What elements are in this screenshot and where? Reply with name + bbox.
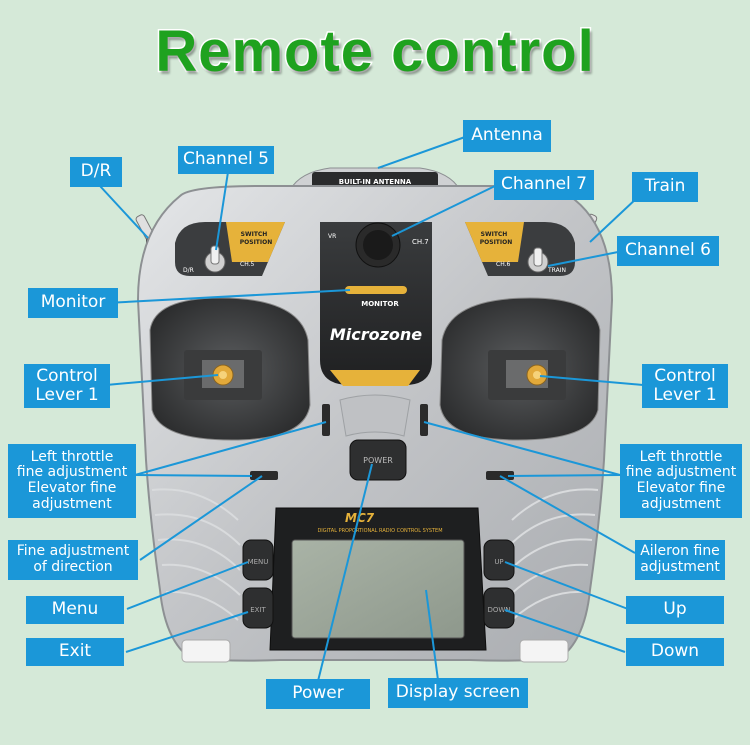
right-vertical-trim[interactable] bbox=[420, 404, 428, 436]
label-throttle-left: Left throttle fine adjustment Elevator f… bbox=[8, 444, 136, 518]
label-control-lever-right: Control Lever 1 bbox=[642, 364, 728, 408]
power-text: POWER bbox=[363, 456, 393, 465]
channel5-switch-panel: SWITCH POSITION CH.5 D/R bbox=[175, 222, 285, 276]
label-display-screen: Display screen bbox=[388, 678, 528, 708]
label-menu: Menu bbox=[26, 596, 124, 624]
page-title: Remote control bbox=[154, 18, 595, 86]
svg-text:SWITCH: SWITCH bbox=[481, 231, 508, 238]
label-control-lever-left: Control Lever 1 bbox=[24, 364, 110, 408]
center-trim-ornament bbox=[339, 394, 411, 437]
left-horizontal-trim[interactable] bbox=[250, 471, 278, 480]
up-button[interactable]: UP bbox=[483, 539, 515, 581]
label-direction: Fine adjustment of direction bbox=[8, 540, 138, 580]
label-down: Down bbox=[626, 638, 724, 666]
label-throttle-right: Left throttle fine adjustment Elevator f… bbox=[620, 444, 742, 518]
model-text: MC7 bbox=[345, 511, 375, 525]
label-exit: Exit bbox=[26, 638, 124, 666]
power-button[interactable]: POWER bbox=[349, 439, 407, 481]
svg-text:SWITCH: SWITCH bbox=[241, 231, 268, 238]
label-monitor: Monitor bbox=[28, 288, 118, 318]
monitor-text: MONITOR bbox=[361, 300, 399, 308]
channel7-knob[interactable] bbox=[355, 222, 401, 268]
center-panel: VR CH.7 MONITOR Microzone bbox=[320, 222, 432, 386]
channel5-switch[interactable] bbox=[204, 245, 226, 273]
label-channel5: Channel 5 bbox=[178, 146, 274, 174]
menu-button-text: MENU bbox=[248, 558, 269, 566]
leader-lines bbox=[99, 136, 644, 682]
monitor-led bbox=[345, 286, 407, 294]
label-train: Train bbox=[632, 172, 698, 202]
train-text: TRAIN bbox=[547, 267, 566, 274]
ch6-text: CH.6 bbox=[496, 261, 511, 268]
ch7-text: CH.7 bbox=[412, 238, 429, 246]
ch5-text: CH.5 bbox=[240, 261, 255, 268]
label-power: Power bbox=[266, 679, 370, 709]
label-dr: D/R bbox=[70, 157, 122, 187]
down-button-text: DOWN bbox=[487, 606, 510, 614]
vr-text: VR bbox=[328, 233, 336, 240]
channel6-switch[interactable] bbox=[527, 247, 549, 273]
left-control-stick[interactable] bbox=[212, 364, 234, 386]
left-vertical-trim[interactable] bbox=[322, 404, 330, 436]
antenna-housing: BUILT-IN ANTENNA bbox=[289, 167, 461, 191]
up-button-text: UP bbox=[494, 558, 503, 566]
menu-button[interactable]: MENU bbox=[242, 539, 274, 581]
label-antenna: Antenna bbox=[463, 120, 551, 152]
right-control-stick[interactable] bbox=[526, 364, 548, 386]
exit-button[interactable]: EXIT bbox=[242, 587, 274, 629]
brand-logo: Microzone bbox=[330, 325, 422, 344]
built-in-antenna-text: BUILT-IN ANTENNA bbox=[339, 178, 412, 186]
right-stick-well bbox=[439, 297, 601, 441]
right-grip bbox=[509, 488, 599, 621]
left-foot bbox=[181, 639, 231, 663]
lcd-screen bbox=[291, 539, 465, 639]
label-channel6: Channel 6 bbox=[617, 236, 719, 266]
left-grip bbox=[151, 488, 241, 621]
label-aileron: Aileron fine adjustment bbox=[635, 540, 725, 580]
exit-button-text: EXIT bbox=[250, 606, 266, 614]
svg-text:POSITION: POSITION bbox=[240, 239, 273, 246]
label-up: Up bbox=[626, 596, 724, 624]
down-button[interactable]: DOWN bbox=[483, 587, 515, 629]
display-subtitle-text: DIGITAL PROPORTIONAL RADIO CONTROL SYSTE… bbox=[317, 528, 442, 534]
label-channel7: Channel 7 bbox=[494, 170, 594, 200]
svg-text:POSITION: POSITION bbox=[480, 239, 513, 246]
dr-text: D/R bbox=[183, 267, 194, 274]
right-horizontal-trim[interactable] bbox=[486, 471, 514, 480]
right-foot bbox=[519, 639, 569, 663]
